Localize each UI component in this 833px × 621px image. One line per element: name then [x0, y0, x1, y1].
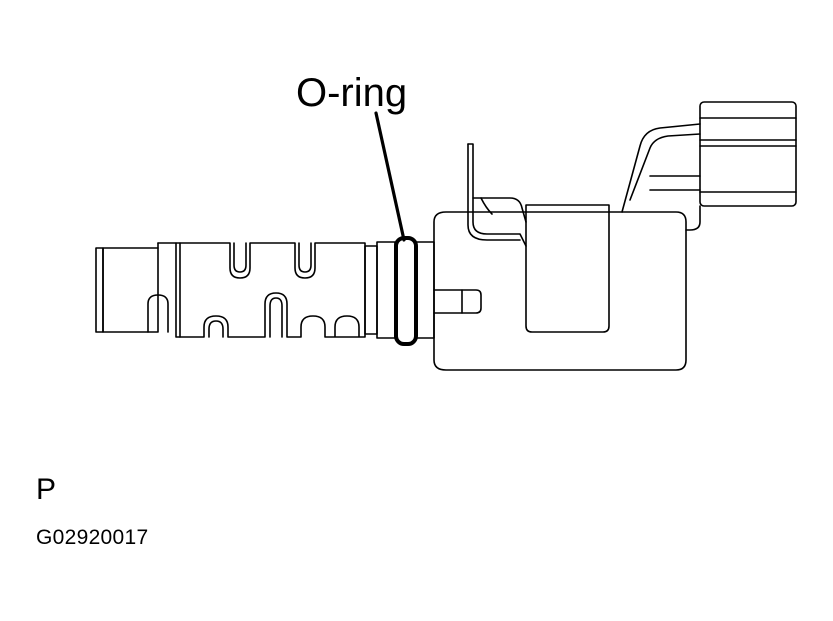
oring-callout-label: O-ring — [296, 71, 408, 115]
electrical-connector — [622, 102, 796, 230]
oring-groove — [365, 242, 434, 338]
housing-outline — [434, 212, 686, 370]
connector-head — [700, 102, 796, 206]
spool-sleeve — [96, 243, 176, 332]
ported-valve-body — [176, 243, 365, 337]
callout-leader-line — [376, 113, 404, 240]
view-letter: P — [36, 473, 57, 506]
o-ring — [396, 238, 416, 344]
solenoid-housing — [434, 205, 686, 370]
sleeve-lower-notch — [148, 295, 168, 332]
sleeve-tube — [103, 248, 158, 332]
housing-window — [526, 205, 609, 332]
sleeve-end-cap — [96, 248, 103, 332]
figure-code: G02920017 — [36, 526, 149, 549]
locating-pin — [434, 290, 481, 313]
mounting-bracket — [468, 144, 526, 246]
body-outline — [176, 243, 365, 337]
